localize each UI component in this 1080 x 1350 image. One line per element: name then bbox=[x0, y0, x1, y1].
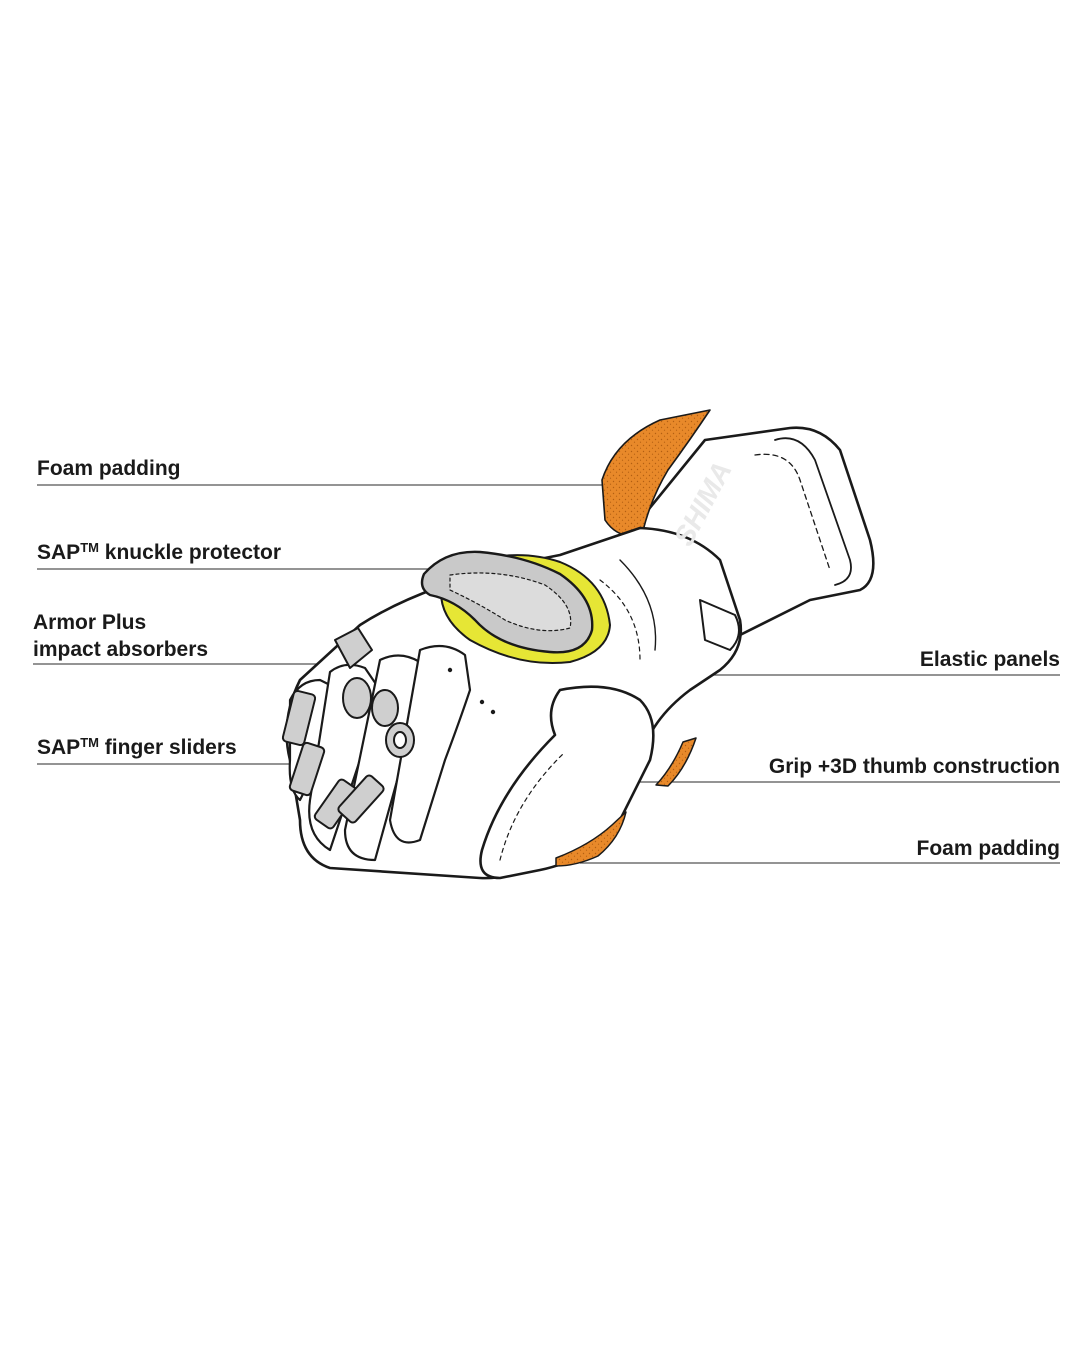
label-foam-padding-bottom: Foam padding bbox=[916, 837, 1061, 860]
finger-slider-1 bbox=[281, 689, 317, 747]
thumb-stitch bbox=[499, 751, 566, 861]
label-knuckle-tm: TM bbox=[80, 540, 99, 555]
label-foam-padding-top: Foam padding bbox=[37, 457, 181, 480]
back-seam-stitch bbox=[599, 579, 641, 661]
label-sap-knuckle-protector: SAPTM knuckle protector bbox=[37, 539, 281, 568]
finger-4 bbox=[388, 644, 472, 844]
absorber-3 bbox=[371, 689, 399, 727]
cuff-stitch bbox=[754, 453, 831, 571]
label-grip-3d-thumb: Grip +3D thumb construction bbox=[768, 755, 1060, 778]
absorber-1 bbox=[334, 627, 373, 669]
grip-thumb-foam bbox=[655, 737, 697, 787]
absorber-4-inner bbox=[393, 731, 407, 749]
label-knuckle-suffix: knuckle protector bbox=[98, 541, 282, 564]
label-elastic-panels: Elastic panels bbox=[919, 648, 1060, 671]
knuckle-inner bbox=[449, 572, 572, 632]
label-armor-line2: impact absorbers bbox=[33, 638, 209, 661]
glove-illustration bbox=[281, 409, 875, 880]
label-armor-plus: Armor Plus impact absorbers bbox=[33, 609, 208, 663]
label-finger-suffix: finger sliders bbox=[98, 736, 237, 759]
leader-lines bbox=[33, 484, 1060, 864]
back-seam bbox=[619, 559, 657, 651]
sap-finger-sliders bbox=[281, 689, 385, 830]
label-finger-tm: TM bbox=[80, 735, 99, 750]
armor-plus-absorbers bbox=[334, 627, 415, 758]
label-finger-prefix: SAP bbox=[37, 736, 81, 759]
absorber-2 bbox=[342, 677, 372, 719]
finger-slider-2 bbox=[288, 741, 326, 797]
label-armor-line1: Armor Plus bbox=[33, 611, 147, 634]
vent-holes bbox=[447, 667, 496, 715]
vent-hole bbox=[479, 699, 485, 705]
wrist-strap bbox=[699, 599, 740, 651]
finger-slider-4 bbox=[337, 774, 385, 824]
vent-hole bbox=[490, 709, 496, 715]
label-knuckle-prefix: SAP bbox=[37, 541, 81, 564]
foam-padding-bottom bbox=[555, 811, 627, 867]
label-sap-finger-sliders: SAPTM finger sliders bbox=[37, 734, 237, 763]
cuff-inner bbox=[774, 437, 852, 586]
vent-hole bbox=[447, 667, 453, 673]
